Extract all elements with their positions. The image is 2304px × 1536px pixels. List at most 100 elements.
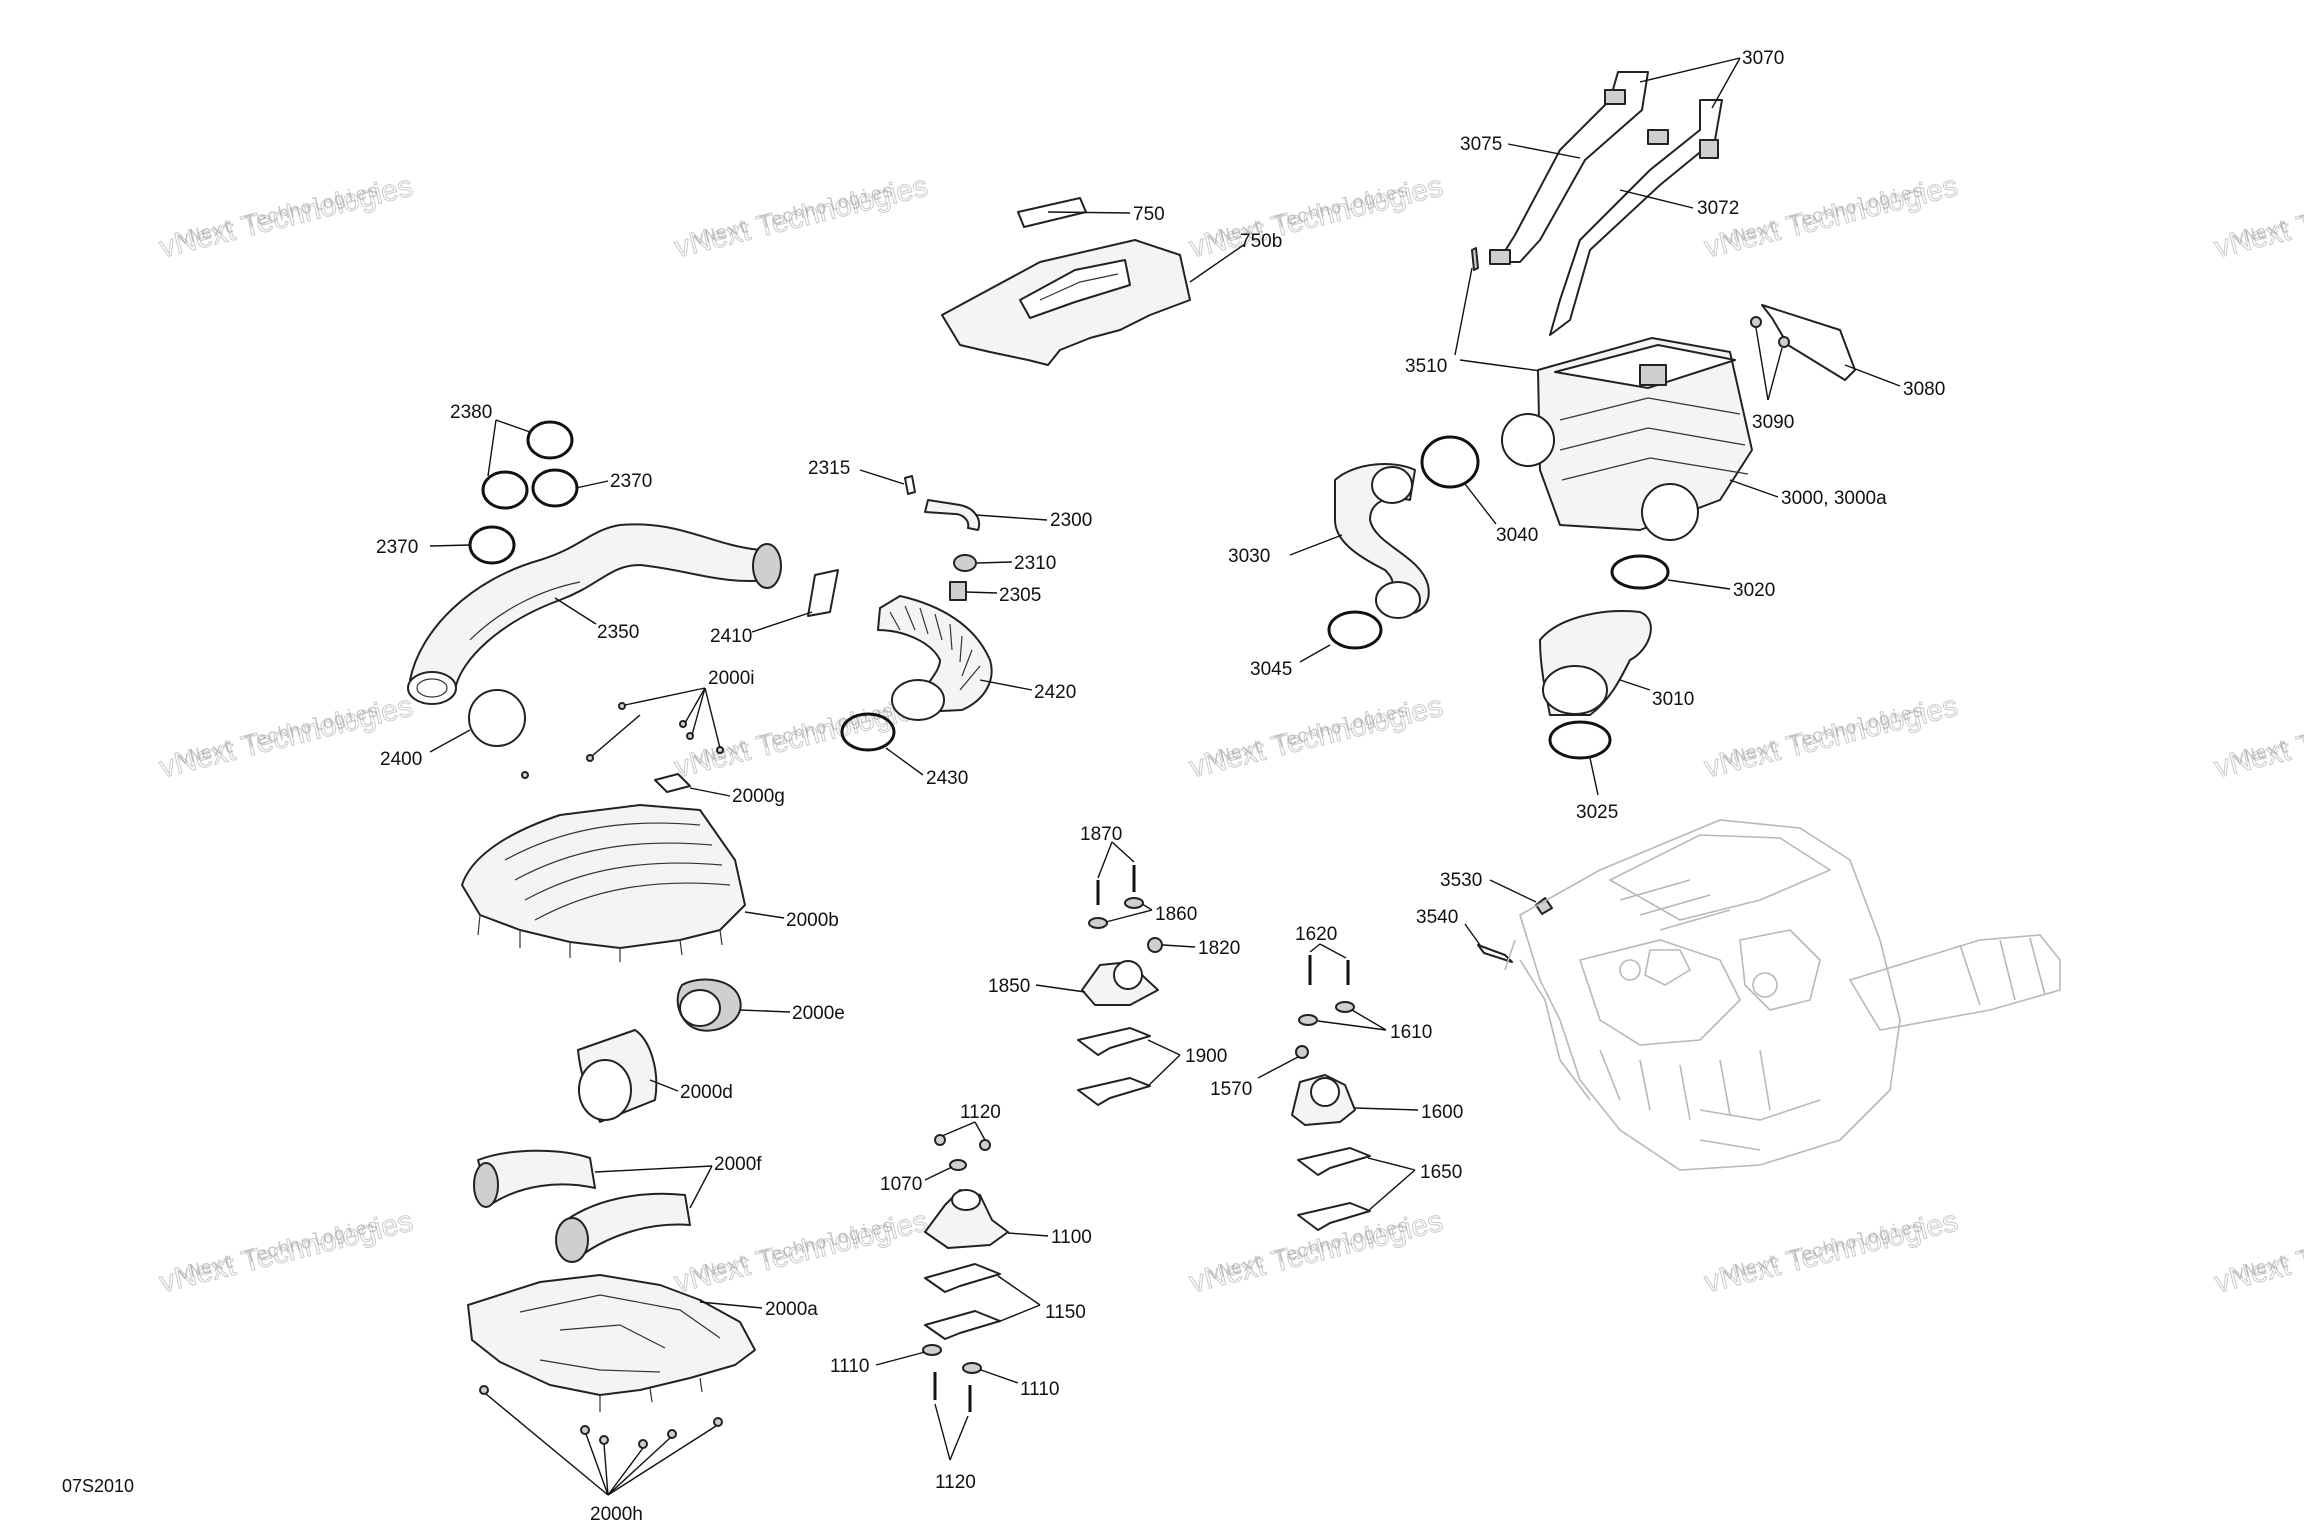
leader-line [997, 1304, 1041, 1323]
washer [1124, 897, 1144, 909]
callout-2000g: 2000g [732, 786, 785, 807]
leader-line [487, 419, 497, 477]
screw [667, 1429, 677, 1439]
screw [586, 754, 594, 762]
intercooler-outlet [1641, 483, 1699, 541]
hose-end [1371, 466, 1413, 504]
leader-line [591, 714, 641, 757]
callout-1110: 1110 [1020, 1379, 1059, 1400]
leader-line [941, 1121, 976, 1137]
strap-buckle [1489, 249, 1511, 265]
tube-end [407, 671, 457, 705]
mount-1100 [924, 1189, 1009, 1249]
manifold-base-2000a [467, 1274, 756, 1396]
callout-3080: 3080 [1903, 379, 1945, 400]
leader-line [1711, 57, 1741, 109]
fitting-2305 [949, 581, 967, 601]
leader-line [975, 514, 1048, 521]
intercooler-inlet [1501, 413, 1555, 467]
callout-1900: 1900 [1185, 1046, 1227, 1067]
hose-end [1375, 581, 1421, 619]
leader-line [1619, 189, 1694, 209]
leader-line [965, 591, 998, 594]
callout-1600: 1600 [1421, 1102, 1463, 1123]
leader-line [1097, 841, 1113, 879]
leader-line [607, 1447, 644, 1496]
leader-line [1667, 579, 1731, 590]
callout-2000h: 2000h [590, 1504, 643, 1525]
clamp-2430 [840, 712, 896, 752]
washer [962, 1362, 982, 1374]
strap-buckle [1604, 89, 1626, 105]
callout-2000f: 2000f [714, 1154, 762, 1175]
callout-2370: 2370 [376, 537, 418, 558]
leader-line [554, 597, 597, 625]
nut [979, 1139, 991, 1151]
leader-line [1767, 347, 1783, 401]
screw [1750, 316, 1762, 328]
air-tube-2350 [409, 523, 771, 691]
leader-line [691, 687, 706, 736]
watermark: vNext Technologies vNext Technologies [2211, 689, 2304, 785]
hose-2315 [904, 475, 916, 495]
fastener-3530 [1535, 897, 1553, 915]
leader-line [1147, 1054, 1181, 1087]
heat-shield-3080 [1761, 304, 1856, 381]
engine-reference-group: 3530 3540 [1416, 819, 2061, 1171]
washer [949, 1159, 967, 1171]
gasket-2000g [654, 773, 691, 793]
hose-2300 [924, 499, 980, 531]
callout-1120: 1120 [960, 1102, 1001, 1123]
leader-line [1454, 267, 1473, 356]
callout-2370: 2370 [610, 471, 652, 492]
watermark: vNext Technologies vNext Technologies [671, 1204, 932, 1300]
watermark: vNext Technologies vNext Technologies [1186, 169, 1447, 265]
leader-line [934, 1403, 951, 1461]
callout-3030: 3030 [1228, 546, 1270, 567]
leader-line [974, 1121, 986, 1141]
nut [1295, 1045, 1309, 1059]
watermark: vNext Technologies vNext Technologies [1701, 1204, 1962, 1300]
callout-1650: 1650 [1420, 1162, 1462, 1183]
callout-1100: 1100 [1051, 1227, 1092, 1248]
washer [1335, 1001, 1355, 1013]
manifold-top-2000b [461, 804, 746, 949]
leader-line [997, 1275, 1041, 1306]
shim-1150 [924, 1310, 1001, 1340]
coupler-opening [679, 989, 721, 1027]
leader-line [607, 1425, 717, 1496]
watermark: vNext Technologies vNext Technologies [2211, 1204, 2304, 1300]
shim-1650 [1297, 1147, 1371, 1176]
leader-line [624, 687, 706, 706]
leader-line [1147, 1039, 1181, 1056]
leader-line [744, 911, 785, 919]
leader-line [575, 480, 609, 489]
clip-3540 [1477, 944, 1513, 963]
callout-1150: 1150 [1045, 1302, 1086, 1323]
leader-line [1162, 944, 1196, 948]
leader-line [1105, 909, 1153, 923]
mount-rubber [1310, 1077, 1340, 1107]
leader-line [1047, 211, 1131, 214]
screw [580, 1425, 590, 1435]
bellows-group: 2410 2315 2300 2310 2305 2420 2430 [710, 458, 1092, 789]
base-ribs [519, 1294, 721, 1373]
callout-3025: 3025 [1576, 802, 1618, 823]
callout-3040: 3040 [1496, 525, 1538, 546]
screw [618, 702, 626, 710]
callout-3045: 3045 [1250, 659, 1292, 680]
elbow-end [555, 1217, 589, 1263]
tube-seam [469, 581, 581, 641]
watermark: vNext Technologies vNext Technologies [1701, 689, 1962, 785]
leader-line [607, 1437, 671, 1496]
strap-buckle [1647, 129, 1669, 145]
callout-2380: 2380 [450, 402, 492, 423]
leader-line [1639, 57, 1741, 83]
callout-3000: 3000, 3000a [1781, 488, 1887, 509]
leader-line [649, 1079, 679, 1092]
callout-2000e: 2000e [792, 1003, 845, 1024]
leader-line [1459, 359, 1549, 373]
pin-3510 [1471, 247, 1479, 271]
watermark: vNext Technologies vNext Technologies [156, 169, 417, 265]
